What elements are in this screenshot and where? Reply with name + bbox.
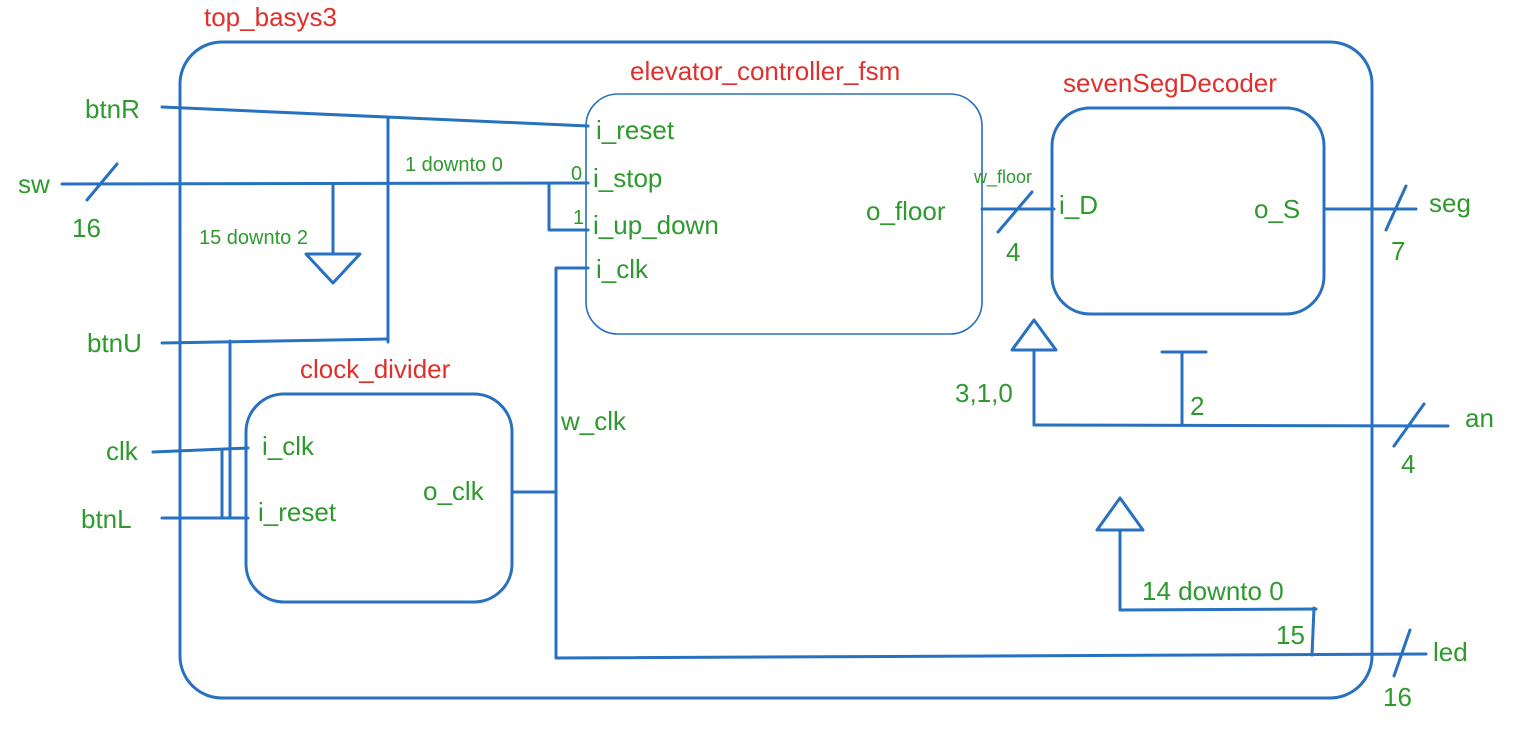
led-label: led: [1433, 637, 1468, 667]
led-width-label: 16: [1383, 682, 1412, 712]
led-low-horizontal: [1118, 607, 1318, 612]
an-low-label: 3,1,0: [955, 378, 1013, 408]
w-floor-label: w_floor: [973, 167, 1032, 188]
led-bit15-label: 15: [1276, 620, 1305, 650]
seven-seg-decoder-box: [1050, 106, 1326, 316]
clk-label: clk: [106, 436, 139, 466]
fsm-reset-port: i_reset: [596, 115, 675, 145]
an-bit2-label: 2: [1190, 391, 1204, 421]
btnR-label: btnR: [85, 94, 140, 124]
w-clk-wire: [554, 266, 1428, 660]
sw-unused-ground-triangle-icon: [304, 252, 362, 285]
btnU-label: btnU: [87, 328, 142, 358]
seg-width-label: 7: [1391, 236, 1405, 266]
sw-bit1-wire: [547, 182, 590, 232]
w-floor-width-label: 4: [1006, 237, 1020, 267]
an-low-triangle-icon: [1010, 318, 1058, 352]
divider-oclk-port: o_clk: [423, 476, 485, 506]
seg-label: seg: [1429, 188, 1471, 218]
top-basys3-box: [178, 40, 1374, 700]
sw-width-slash: [85, 162, 119, 202]
an-width-label: 4: [1401, 449, 1415, 479]
fsm-stop-port: i_stop: [593, 163, 662, 193]
btnR-wire: [160, 105, 590, 128]
bit0-label: 0: [571, 163, 582, 185]
clock-divider-title: clock_divider: [300, 354, 451, 384]
divider-clk-port: i_clk: [262, 431, 315, 461]
w-clk-label: w_clk: [560, 406, 627, 436]
fsm-up-down-port: i_up_down: [593, 210, 719, 240]
btnL-label: btnL: [81, 504, 132, 534]
decoder-d-port: i_D: [1059, 190, 1098, 220]
an-width-slash: [1392, 402, 1426, 448]
sw-label: sw: [18, 169, 50, 199]
an-label: an: [1465, 403, 1494, 433]
elevator-fsm-title: elevator_controller_fsm: [630, 56, 900, 86]
sw-width-label: 16: [72, 213, 101, 243]
clk-wire: [151, 446, 250, 454]
led-width-slash: [1392, 628, 1412, 678]
fsm-floor-port: o_floor: [866, 196, 946, 226]
w-floor-width-slash: [996, 190, 1034, 234]
decoder-s-port: o_S: [1254, 194, 1300, 224]
led-bit15-tap: [1310, 606, 1316, 657]
bit1-label: 1: [573, 207, 584, 229]
top-basys3-title: top_basys3: [204, 2, 337, 32]
sw-slice-label: 1 downto 0: [405, 154, 503, 176]
led-low-label: 14 downto 0: [1142, 576, 1284, 606]
led-low-triangle-icon: [1095, 496, 1145, 532]
sw-unused-label: 15 downto 2: [199, 227, 308, 249]
seven-seg-decoder-title: sevenSegDecoder: [1063, 68, 1277, 98]
seg-width-slash: [1384, 184, 1408, 232]
clock-divider-box: [244, 392, 514, 604]
elevator-fsm-box: [585, 93, 983, 335]
btnU-wire: [160, 337, 390, 345]
divider-reset-port: i_reset: [258, 497, 337, 527]
fsm-clk-port: i_clk: [596, 254, 649, 284]
sw-bus: [60, 181, 590, 186]
an-bus: [1032, 423, 1450, 428]
